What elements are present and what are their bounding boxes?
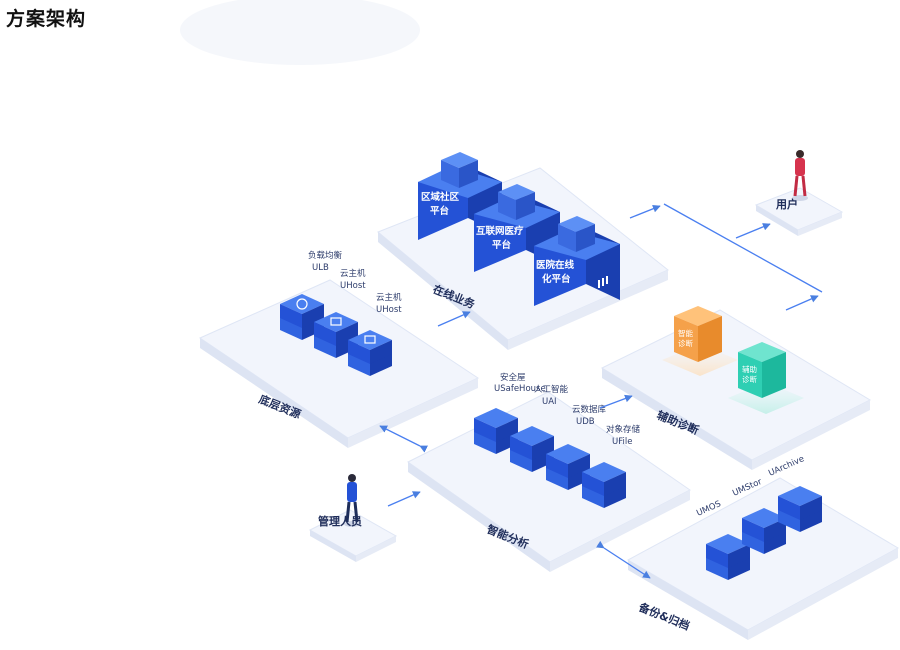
bar-mark	[598, 280, 600, 288]
infra-label-uhost1: UHost	[340, 281, 366, 291]
admin-figure-icon	[344, 474, 360, 527]
platform-label-2b: 平台	[492, 239, 512, 251]
analysis-label-safehouse-cn: 安全屋	[500, 372, 526, 383]
bar-mark	[602, 278, 604, 286]
infra-server-uhost-2	[348, 330, 392, 376]
infra-label-ulb-cn: 负载均衡	[308, 250, 343, 261]
arrow-analysis-infra	[379, 425, 429, 453]
backup-server-umos	[706, 534, 750, 580]
arrow-to-user	[735, 223, 771, 239]
section-label-user: 用户	[776, 197, 798, 211]
platform-analysis	[407, 391, 691, 572]
bar-mark	[606, 276, 608, 284]
background-glow	[180, 0, 420, 65]
assist-cube-teal: 辅助 诊断	[728, 342, 804, 414]
assist-label-2a: 辅助	[742, 364, 757, 374]
platform-backup	[626, 477, 900, 640]
arrow-analysis-backup	[595, 540, 651, 579]
backup-server-umstor	[742, 508, 786, 554]
block-hospital-online: 医院在线 化平台	[534, 216, 620, 306]
connector-arrows	[379, 203, 823, 579]
platform-infra	[198, 279, 480, 448]
platform-label-1a: 区域社区	[421, 191, 460, 203]
arrow-admin-to-analysis	[387, 491, 421, 507]
infra-label-uhost2: UHost	[376, 305, 402, 315]
platform-admin	[308, 509, 398, 562]
analysis-label-ufile: UFile	[612, 437, 632, 447]
arrow-analysis-to-assist	[599, 394, 633, 409]
platform-label-3b: 化平台	[542, 273, 571, 285]
arrow-assist-up	[785, 295, 819, 311]
connector-online-assist	[663, 203, 823, 293]
page-title: 方案架构	[6, 8, 87, 30]
platform-assist	[600, 309, 872, 470]
section-label-admin: 管理人员	[318, 514, 362, 528]
assist-label-2b: 诊断	[742, 374, 757, 384]
platform-label-3a: 医院在线	[536, 259, 575, 271]
analysis-label-udb: UDB	[576, 417, 595, 427]
infra-label-ulb: ULB	[312, 263, 329, 273]
section-label-backup: 备份&归档	[636, 599, 692, 632]
analysis-label-ufile-cn: 对象存储	[606, 424, 641, 435]
arrow-infra-to-online	[437, 311, 471, 327]
arrow-online-to-hub	[629, 204, 661, 219]
platform-label-1b: 平台	[430, 205, 450, 217]
analysis-label-safehouse: USafeHouse	[494, 384, 546, 394]
infra-label-uhost2-cn: 云主机	[376, 292, 402, 303]
assist-label-1b: 诊断	[678, 338, 693, 348]
platform-user	[754, 187, 844, 236]
analysis-label-uai: UAI	[542, 397, 557, 407]
user-figure-icon	[792, 150, 808, 201]
analysis-label-uai-cn: 人工智能	[534, 384, 569, 395]
backup-server-uarchive	[778, 486, 822, 532]
infra-label-uhost1-cn: 云主机	[340, 268, 366, 279]
analysis-label-udb-cn: 云数据库	[572, 404, 607, 415]
assist-label-1a: 智能	[678, 328, 693, 338]
platform-label-2a: 互联网医疗	[476, 225, 524, 237]
assist-cube-orange: 智能 诊断	[662, 306, 738, 376]
analysis-server-ufile	[582, 462, 626, 508]
